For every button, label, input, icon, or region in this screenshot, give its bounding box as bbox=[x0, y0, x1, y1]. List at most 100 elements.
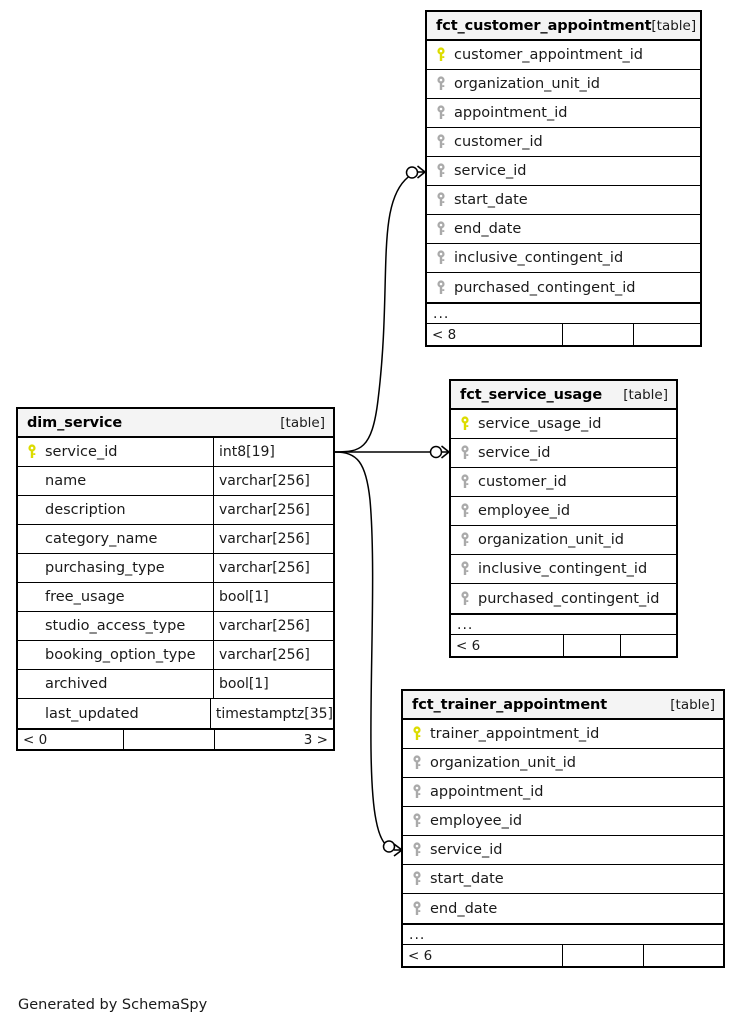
table-row[interactable]: customer_id bbox=[427, 128, 700, 157]
column-cell: service_id bbox=[403, 836, 723, 864]
table-row[interactable]: service_id bbox=[403, 836, 723, 865]
table-row[interactable]: category_name varchar[256] bbox=[18, 525, 333, 554]
table-node-fct-customer-appointment[interactable]: fct_customer_appointment [table] custome… bbox=[425, 10, 702, 347]
column-cell: service_usage_id bbox=[451, 410, 676, 438]
table-footer: < 8 bbox=[427, 324, 700, 345]
footer-inbound-count: < 6 bbox=[456, 637, 481, 654]
generated-by-caption: Generated by SchemaSpy bbox=[18, 997, 208, 1013]
table-title: fct_service_usage bbox=[460, 386, 603, 403]
table-row[interactable]: start_date bbox=[403, 865, 723, 894]
table-row[interactable]: inclusive_contingent_id bbox=[451, 555, 676, 584]
column-name: description bbox=[45, 502, 126, 518]
table-row[interactable]: service_id bbox=[451, 439, 676, 468]
column-cell: service_id bbox=[451, 439, 676, 467]
foreign-key-icon bbox=[435, 192, 447, 208]
table-row[interactable]: start_date bbox=[427, 186, 700, 215]
table-node-fct-trainer-appointment[interactable]: fct_trainer_appointment [table] trainer_… bbox=[401, 689, 725, 968]
footer-middle bbox=[562, 945, 643, 966]
table-row[interactable]: appointment_id bbox=[427, 99, 700, 128]
column-cell: customer_id bbox=[427, 128, 700, 156]
column-cell: end_date bbox=[403, 894, 723, 923]
table-row[interactable]: customer_id bbox=[451, 468, 676, 497]
table-row[interactable]: trainer_appointment_id bbox=[403, 720, 723, 749]
footer-outbound-count: 3 > bbox=[214, 730, 333, 749]
table-row[interactable]: end_date bbox=[427, 215, 700, 244]
table-row[interactable]: organization_unit_id bbox=[403, 749, 723, 778]
foreign-key-icon bbox=[435, 163, 447, 179]
table-type-badge: [table] bbox=[280, 414, 325, 431]
foreign-key-icon bbox=[435, 105, 447, 121]
column-name: service_id bbox=[430, 842, 503, 858]
table-row[interactable]: purchased_contingent_id bbox=[427, 273, 700, 302]
table-row[interactable]: organization_unit_id bbox=[451, 526, 676, 555]
column-name: employee_id bbox=[430, 813, 523, 829]
column-name: category_name bbox=[45, 531, 158, 547]
column-name: studio_access_type bbox=[45, 618, 186, 634]
foreign-key-icon bbox=[459, 590, 471, 607]
column-datatype: timestamptz[35] bbox=[209, 699, 333, 728]
table-row[interactable]: end_date bbox=[403, 894, 723, 923]
table-header[interactable]: fct_trainer_appointment [table] bbox=[403, 691, 723, 720]
table-row[interactable]: organization_unit_id bbox=[427, 70, 700, 99]
foreign-key-icon bbox=[435, 134, 447, 150]
table-row[interactable]: service_usage_id bbox=[451, 410, 676, 439]
column-name: organization_unit_id bbox=[430, 755, 576, 771]
column-datatype: bool[1] bbox=[213, 583, 333, 611]
column-cell: organization_unit_id bbox=[427, 70, 700, 98]
column-cell: purchasing_type bbox=[18, 554, 213, 582]
table-row[interactable]: inclusive_contingent_id bbox=[427, 244, 700, 273]
table-row[interactable]: customer_appointment_id bbox=[427, 41, 700, 70]
column-name: service_id bbox=[478, 445, 551, 461]
table-row[interactable]: appointment_id bbox=[403, 778, 723, 807]
column-name: booking_option_type bbox=[45, 647, 196, 663]
column-cell: purchased_contingent_id bbox=[427, 273, 700, 302]
table-header[interactable]: fct_service_usage [table] bbox=[451, 381, 676, 410]
column-name: end_date bbox=[430, 900, 498, 917]
table-row[interactable]: last_updated timestamptz[35] bbox=[18, 699, 333, 728]
primary-key-icon bbox=[435, 47, 447, 63]
column-name: organization_unit_id bbox=[454, 76, 600, 92]
column-name: service_id bbox=[454, 163, 527, 179]
column-name: appointment_id bbox=[430, 784, 544, 800]
column-cell: inclusive_contingent_id bbox=[427, 244, 700, 272]
table-row[interactable]: purchased_contingent_id bbox=[451, 584, 676, 613]
column-name: purchased_contingent_id bbox=[478, 590, 660, 607]
table-row[interactable]: service_id bbox=[427, 157, 700, 186]
column-cell: service_id bbox=[18, 438, 213, 466]
cardinality-zero-marker bbox=[429, 445, 443, 459]
foreign-key-icon bbox=[459, 561, 471, 577]
table-footer: < 6 bbox=[403, 945, 723, 966]
column-cell: customer_id bbox=[451, 468, 676, 496]
table-header[interactable]: dim_service [table] bbox=[18, 409, 333, 438]
foreign-key-icon bbox=[411, 755, 423, 771]
table-row[interactable]: employee_id bbox=[403, 807, 723, 836]
column-cell: last_updated bbox=[18, 699, 210, 728]
column-name: last_updated bbox=[45, 705, 139, 722]
primary-key-icon bbox=[411, 726, 423, 742]
column-datatype: varchar[256] bbox=[213, 525, 333, 553]
column-name: customer_id bbox=[478, 474, 567, 490]
column-name: employee_id bbox=[478, 503, 571, 519]
column-cell: booking_option_type bbox=[18, 641, 213, 669]
table-header[interactable]: fct_customer_appointment [table] bbox=[427, 12, 700, 41]
column-datatype: varchar[256] bbox=[213, 554, 333, 582]
column-cell: service_id bbox=[427, 157, 700, 185]
foreign-key-icon bbox=[459, 474, 471, 490]
table-node-fct-service-usage[interactable]: fct_service_usage [table] service_usage_… bbox=[449, 379, 678, 658]
column-datatype: varchar[256] bbox=[213, 467, 333, 495]
cardinality-many-marker bbox=[417, 165, 426, 179]
table-row[interactable]: employee_id bbox=[451, 497, 676, 526]
column-name: purchased_contingent_id bbox=[454, 279, 636, 296]
